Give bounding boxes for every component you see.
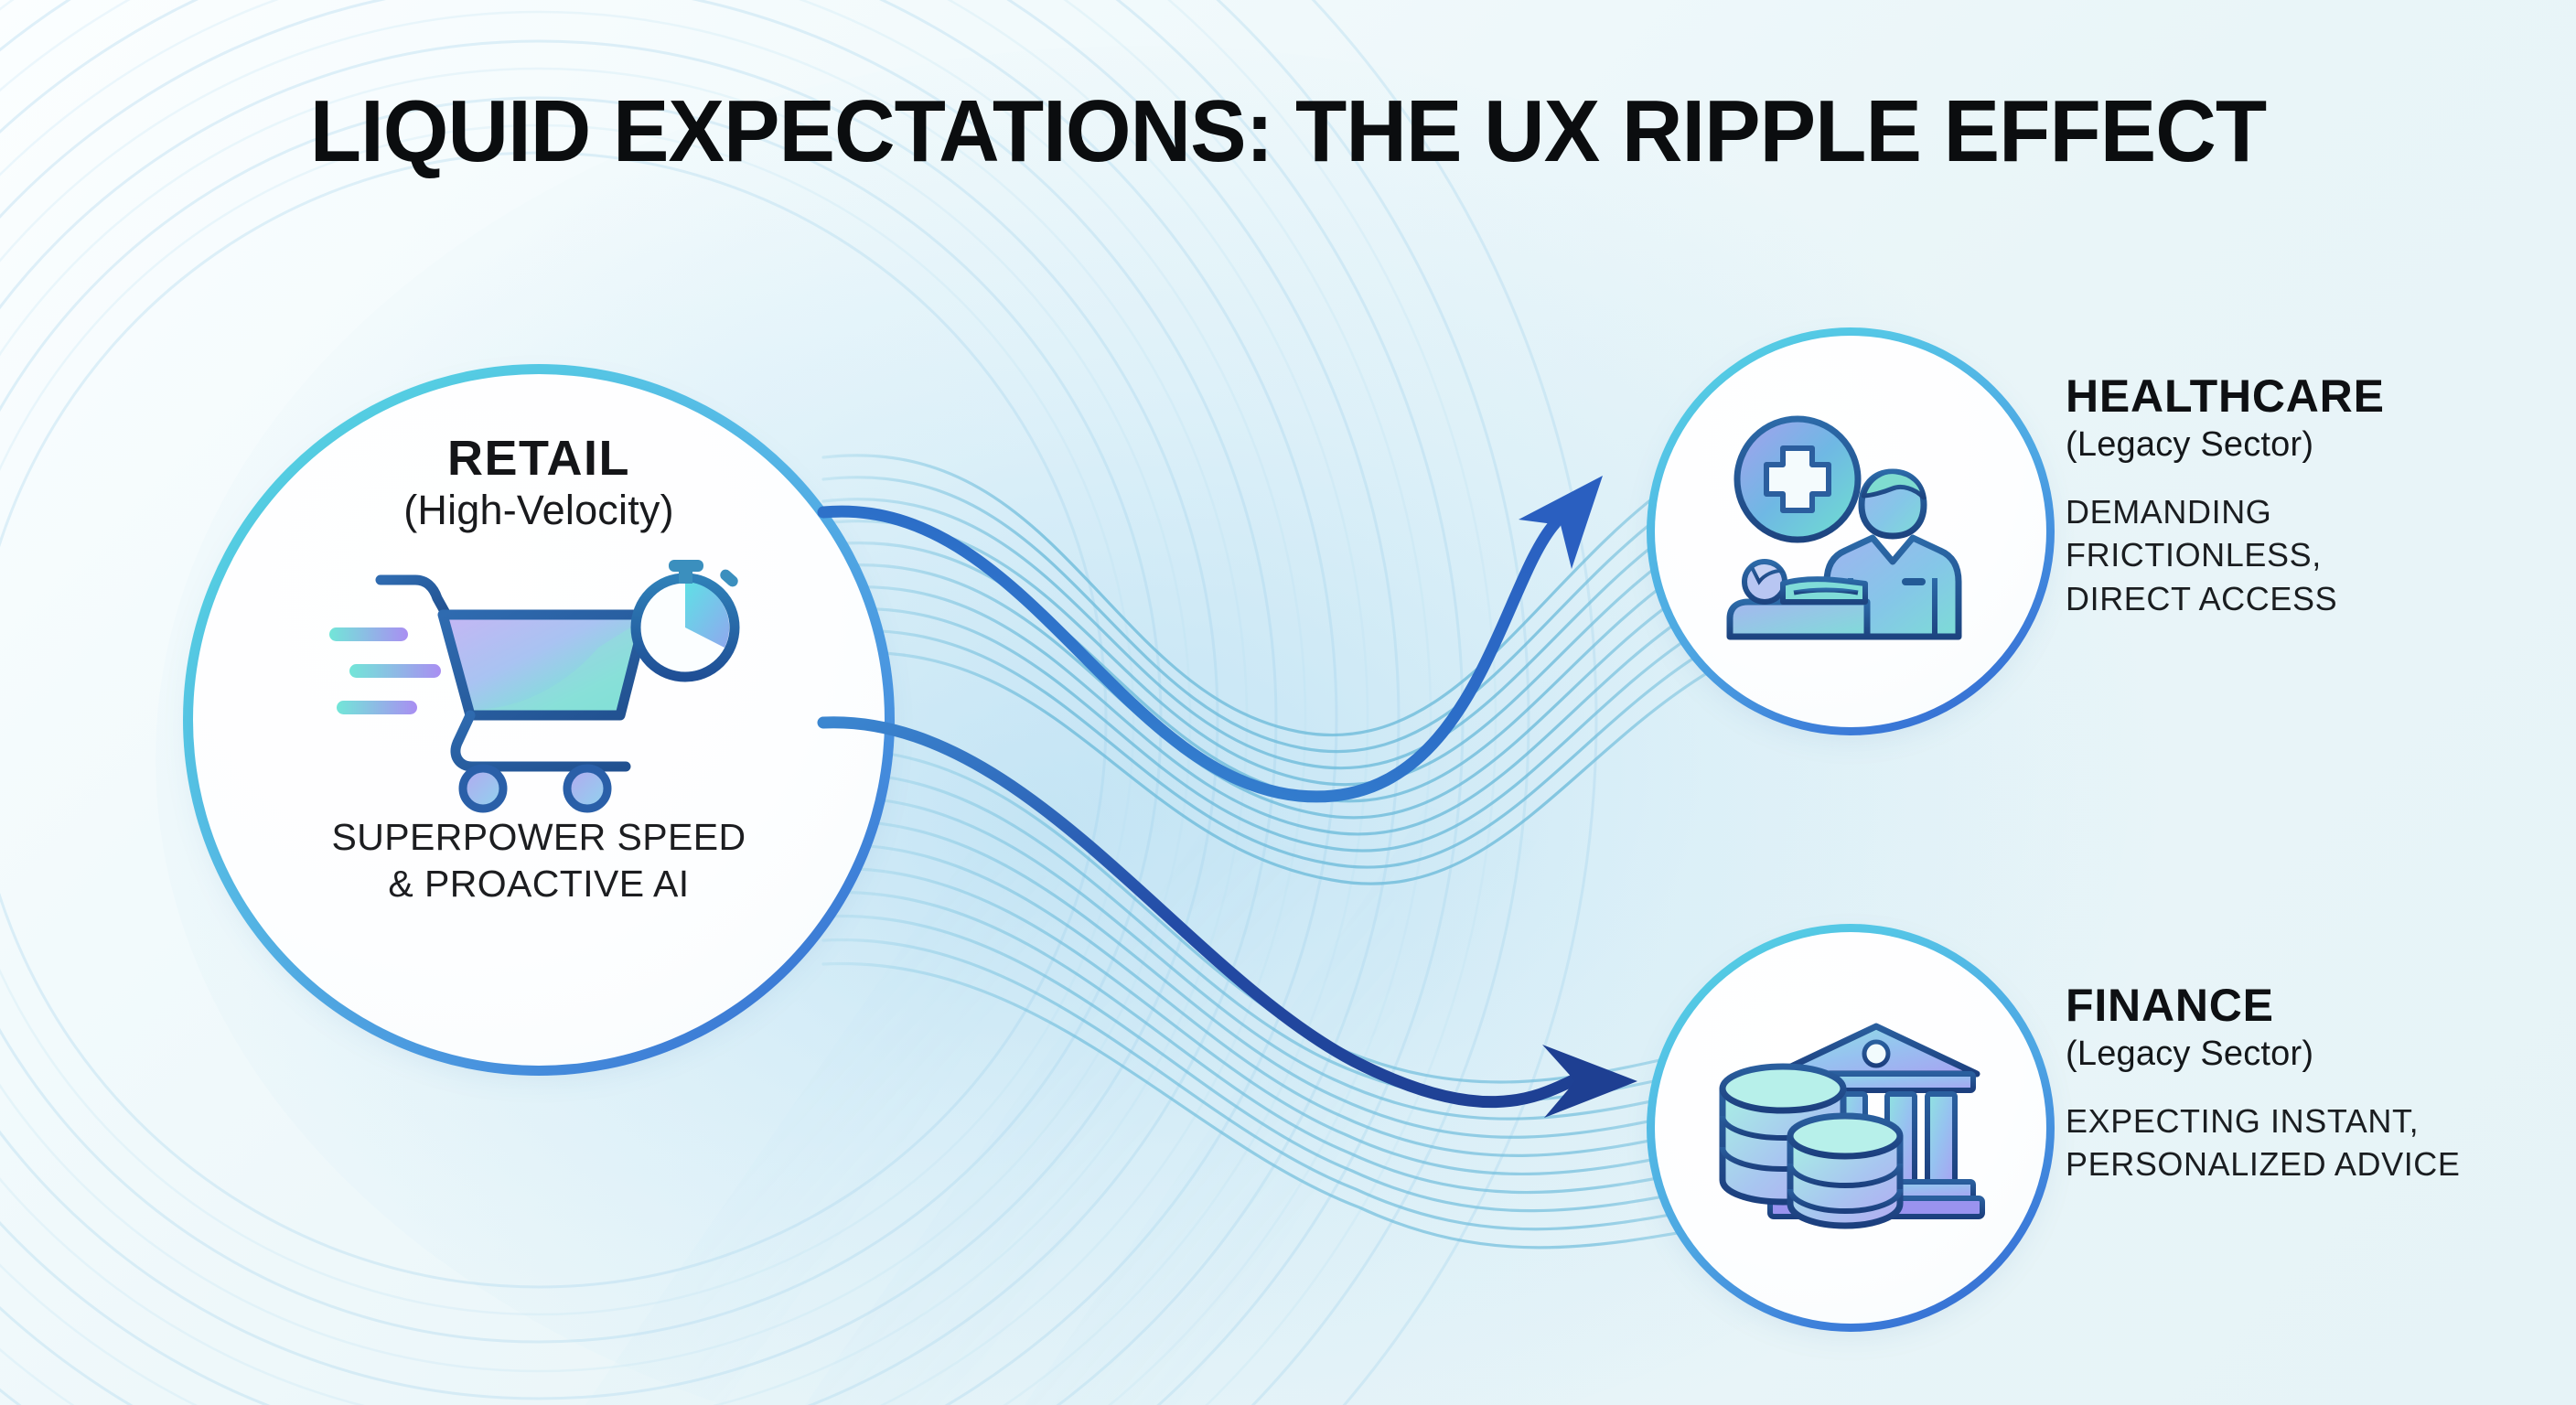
retail-caption-line2: & PROACTIVE AI bbox=[388, 863, 690, 906]
healthcare-icon-wrap bbox=[1655, 336, 2046, 727]
healthcare-qualifier: (Legacy Sector) bbox=[2066, 425, 2314, 464]
page-title: LIQUID EXPECTATIONS: THE UX RIPPLE EFFEC… bbox=[309, 82, 2267, 180]
bank-coins-icon bbox=[1719, 1023, 1985, 1229]
finance-desc-line2: PERSONALIZED ADVICE bbox=[2066, 1145, 2461, 1184]
finance-qualifier: (Legacy Sector) bbox=[2066, 1035, 2314, 1073]
healthcare-title: HEALTHCARE bbox=[2066, 370, 2385, 422]
healthcare-label: HEALTHCARE (Legacy Sector) DEMANDING FRI… bbox=[2066, 371, 2576, 620]
coin-stack-icon bbox=[1719, 1063, 1904, 1229]
medical-cross-icon bbox=[1733, 415, 1862, 543]
healthcare-desc-line1: DEMANDING bbox=[2066, 492, 2272, 531]
finance-desc-line1: EXPECTING INSTANT, bbox=[2066, 1101, 2420, 1140]
retail-title: RETAIL bbox=[447, 431, 630, 486]
healthcare-desc-line2: FRICTIONLESS, bbox=[2066, 536, 2322, 574]
finance-title: FINANCE bbox=[2066, 980, 2274, 1031]
healthcare-doctor-patient-icon bbox=[1726, 415, 1962, 640]
finance-label: FINANCE (Legacy Sector) EXPECTING INSTAN… bbox=[2066, 981, 2576, 1186]
target-node-finance[interactable] bbox=[1647, 924, 2055, 1332]
stopwatch-icon bbox=[630, 559, 740, 682]
target-node-healthcare[interactable] bbox=[1647, 327, 2055, 735]
patient-in-bed-icon bbox=[1726, 559, 1871, 640]
retail-caption: SUPERPOWER SPEED & PROACTIVE AI bbox=[332, 814, 746, 908]
arrow-retail-to-finance bbox=[817, 716, 1637, 1118]
finance-icon-wrap bbox=[1655, 932, 2046, 1324]
retail-content: RETAIL (High-Velocity) bbox=[193, 374, 885, 1066]
shopping-cart-speed-icon bbox=[329, 559, 740, 813]
source-node-retail[interactable]: RETAIL (High-Velocity) bbox=[183, 364, 895, 1076]
healthcare-desc-line3: DIRECT ACCESS bbox=[2066, 579, 2338, 617]
healthcare-description: DEMANDING FRICTIONLESS, DIRECT ACCESS bbox=[2066, 490, 2576, 621]
retail-qualifier: (High-Velocity) bbox=[403, 486, 674, 533]
healthcare-inner-disc bbox=[1655, 336, 2046, 727]
retail-caption-line1: SUPERPOWER SPEED bbox=[331, 815, 746, 858]
speed-lines-icon bbox=[329, 627, 441, 714]
healthcare-ring bbox=[1647, 327, 2055, 735]
arrow-retail-to-healthcare bbox=[817, 476, 1603, 803]
finance-description: EXPECTING INSTANT, PERSONALIZED ADVICE bbox=[2066, 1099, 2576, 1186]
